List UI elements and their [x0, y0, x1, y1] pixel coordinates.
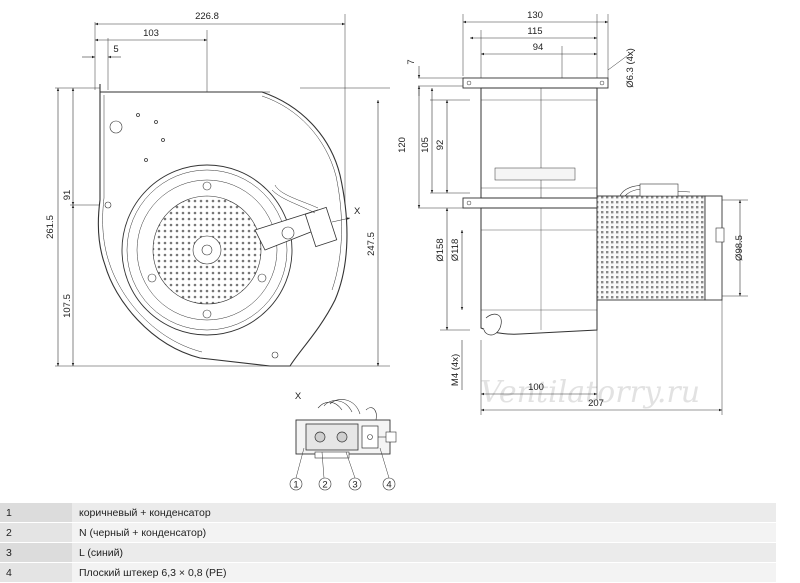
dim-d118: Ø118	[450, 239, 461, 262]
dim-w207: 207	[588, 398, 604, 409]
table-row: 1 коричневый + конденсатор	[0, 503, 776, 523]
detail-callout-4: 4	[386, 480, 391, 491]
dim-h105: 105	[420, 137, 431, 153]
legend-text: N (черный + конденсатор)	[72, 522, 776, 543]
dim-side-130: 130	[527, 10, 543, 21]
dim-width-total: 226.8	[195, 11, 219, 22]
legend-text: коричневый + конденсатор	[72, 503, 776, 523]
dim-hole-dia: Ø6.3 (4x)	[625, 48, 636, 88]
dim-w100: 100	[528, 382, 544, 393]
table-row: 2 N (черный + конденсатор)	[0, 522, 776, 543]
dim-d158: Ø158	[435, 238, 446, 261]
legend-number: 2	[0, 522, 72, 543]
front-view	[55, 14, 390, 367]
technical-drawing: Ventilatorry.ru	[45, 10, 748, 491]
legend-text: Плоский штекер 6,3 × 0,8 (PE)	[72, 562, 776, 583]
dim-d98: Ø98.5	[734, 235, 745, 261]
side-view	[417, 14, 748, 415]
detail-callout-3: 3	[352, 480, 357, 491]
detail-callout-2: 2	[322, 480, 327, 491]
table-row: 3 L (синий)	[0, 542, 776, 563]
detail-x	[289, 399, 397, 491]
dim-side-94: 94	[533, 42, 544, 53]
dim-offset: 5	[113, 44, 118, 55]
dim-side-115: 115	[527, 26, 542, 37]
dim-h92: 92	[435, 140, 446, 151]
legend-number: 1	[0, 503, 72, 523]
dim-height-247: 247.5	[366, 232, 377, 256]
dim-height-107: 107.5	[62, 294, 73, 318]
dim-h7: 7	[406, 59, 417, 64]
dim-width-inner: 103	[143, 28, 159, 39]
dim-height-total: 261.5	[45, 215, 56, 239]
legend-number: 3	[0, 542, 72, 563]
section-marker: X	[354, 206, 361, 217]
watermark: Ventilatorry.ru	[480, 375, 700, 410]
table-row: 4 Плоский штекер 6,3 × 0,8 (PE)	[0, 562, 776, 583]
legend-text: L (синий)	[72, 542, 776, 563]
wiring-legend-table: 1 коричневый + конденсатор 2 N (черный +…	[0, 503, 776, 583]
dim-height-91: 91	[62, 190, 73, 201]
detail-title: X	[295, 391, 302, 402]
dim-m4: M4 (4x)	[450, 354, 461, 386]
dim-h120: 120	[397, 137, 408, 153]
legend-number: 4	[0, 562, 72, 583]
detail-callout-1: 1	[293, 480, 298, 491]
